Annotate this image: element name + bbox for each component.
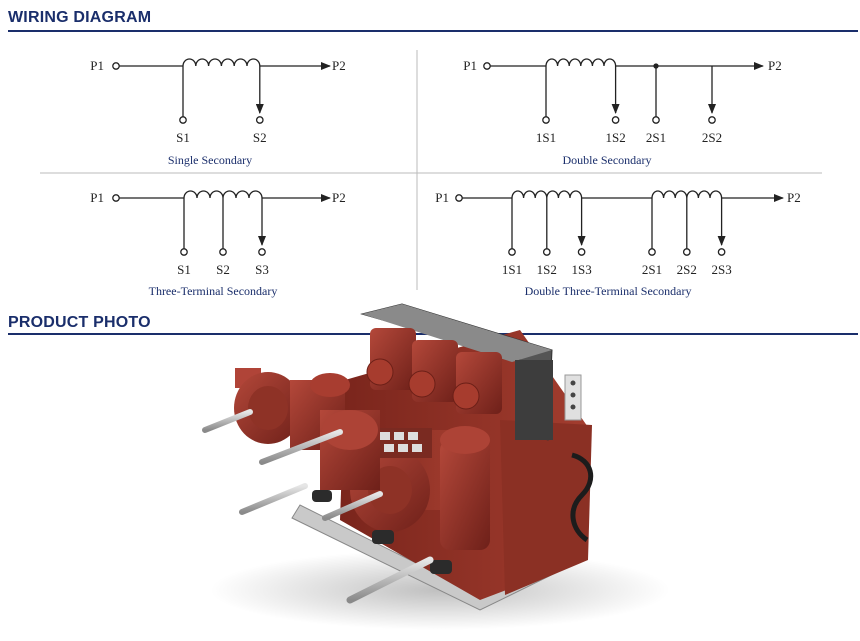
label-s3: S3	[255, 262, 269, 277]
terminal-s1	[179, 116, 187, 124]
label-2s2: 2S2	[702, 130, 722, 145]
springs	[312, 490, 452, 574]
label-1s3: 1S3	[571, 262, 591, 277]
label-2s1: 2S1	[646, 130, 666, 145]
caption-double-three-terminal-secondary: Double Three-Terminal Secondary	[524, 284, 692, 298]
label-2s2: 2S2	[677, 262, 697, 277]
terminal-strip	[564, 374, 582, 421]
wiring-heading-rule	[8, 30, 858, 32]
label-s2: S2	[216, 262, 230, 277]
terminal-1s2	[542, 248, 551, 256]
terminal-s2	[219, 248, 227, 256]
middle-insulator	[320, 410, 380, 490]
caption-three-terminal-secondary: Three-Terminal Secondary	[148, 284, 278, 298]
label-p1: P1	[463, 58, 477, 73]
label-p1: P1	[90, 58, 104, 73]
wiring-diagram-heading: WIRING DIAGRAM	[8, 9, 152, 26]
caption-double-secondary: Double Secondary	[562, 153, 652, 167]
terminal-2s3	[717, 248, 726, 256]
terminal-2s1	[648, 248, 656, 256]
winding-coil	[182, 58, 261, 67]
top-bushings	[366, 328, 502, 414]
secondary-cable	[570, 452, 594, 543]
label-2s1: 2S1	[642, 262, 662, 277]
terminal-s1	[180, 248, 188, 256]
label-p2: P2	[768, 58, 782, 73]
terminal-2s2	[682, 248, 691, 256]
label-p1: P1	[90, 190, 104, 205]
core-side	[515, 360, 553, 440]
terminal-s3	[258, 248, 266, 256]
terminal-1s1	[542, 116, 550, 124]
contact-rods	[202, 409, 434, 604]
label-p1: P1	[435, 190, 449, 205]
terminal-2s1	[652, 116, 660, 124]
core-top	[362, 304, 552, 362]
terminal-1s1	[508, 248, 516, 256]
terminal-1s2	[611, 116, 620, 124]
label-1s2: 1S2	[537, 262, 557, 277]
side-housing	[500, 420, 592, 595]
label-1s2: 1S2	[605, 130, 625, 145]
label-s1: S1	[176, 130, 190, 145]
diagram-double-secondary	[483, 58, 764, 124]
label-p2: P2	[332, 190, 346, 205]
diagram-single-secondary	[112, 58, 331, 124]
label-s2: S2	[253, 130, 267, 145]
label-2s3: 2S3	[711, 262, 731, 277]
diagram-double-three-terminal-secondary	[455, 190, 784, 256]
terminal-2s2	[708, 116, 716, 124]
label-1s1: 1S1	[502, 262, 522, 277]
label-1s1: 1S1	[536, 130, 556, 145]
label-p2: P2	[332, 58, 346, 73]
terminal-1s3	[577, 248, 586, 256]
product-photo-heading: PRODUCT PHOTO	[8, 314, 151, 331]
label-p2: P2	[787, 190, 801, 205]
diagram-three-terminal-secondary	[112, 190, 331, 256]
label-s1: S1	[177, 262, 191, 277]
caption-single-secondary: Single Secondary	[167, 153, 253, 167]
terminal-s2	[255, 116, 264, 124]
